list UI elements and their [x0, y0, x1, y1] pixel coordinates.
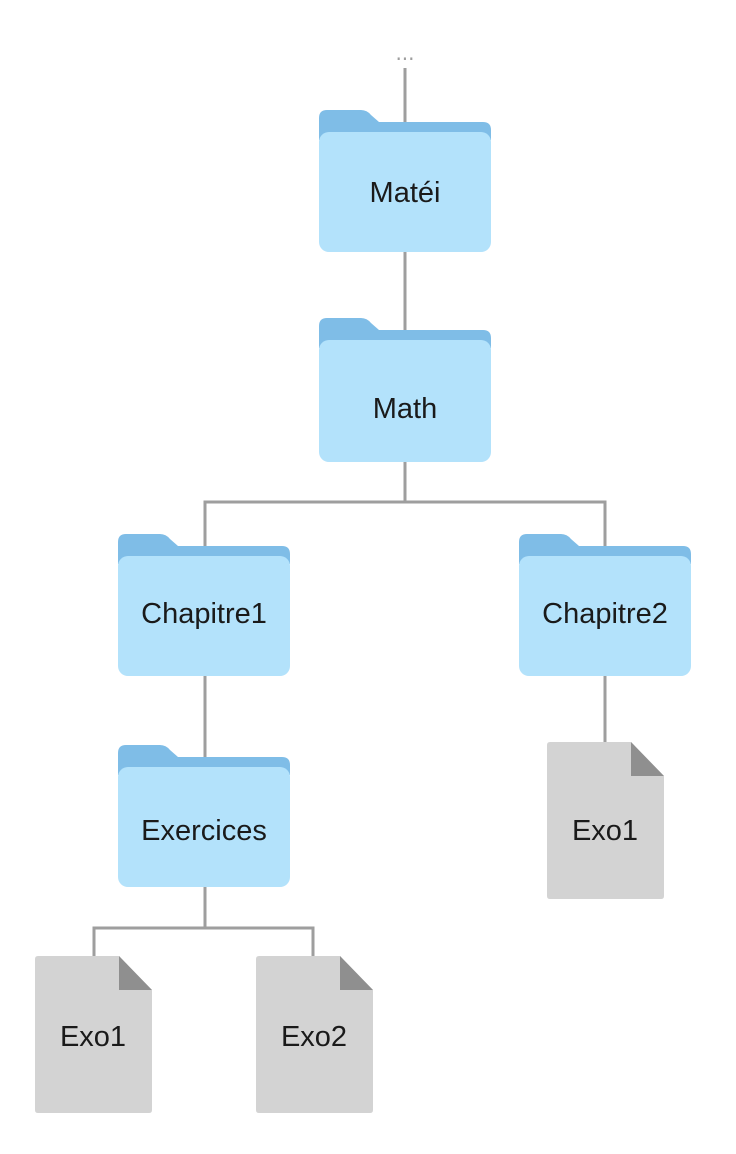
file-icon	[35, 956, 152, 1113]
folder-body	[319, 132, 491, 252]
folder-body	[118, 556, 290, 676]
file-icon	[256, 956, 373, 1113]
file-exercices-exo1[interactable]: Exo1	[35, 956, 152, 1113]
connector-exercices-exo2	[205, 926, 315, 956]
folder-chapitre2[interactable]: Chapitre2	[519, 534, 691, 676]
file-label: Exo1	[60, 1021, 126, 1053]
folder-label: Matéi	[370, 177, 441, 209]
file-exercices-exo2[interactable]: Exo2	[256, 956, 373, 1113]
folder-label: Chapitre1	[141, 598, 267, 630]
folder-body	[118, 767, 290, 887]
connector-math-chapitres	[203, 462, 407, 548]
file-chapitre2-exo1[interactable]: Exo1	[547, 742, 664, 899]
folder-matei[interactable]: Matéi	[319, 110, 491, 252]
parent-ellipsis: ...	[395, 41, 414, 65]
folder-label: Math	[373, 393, 437, 425]
file-icon	[547, 742, 664, 899]
folder-math[interactable]: Math	[319, 318, 491, 462]
folder-exercices[interactable]: Exercices	[118, 745, 290, 887]
file-corner	[340, 956, 373, 990]
connector-exercices-files	[92, 887, 207, 956]
file-label: Exo1	[572, 815, 638, 847]
file-corner	[119, 956, 152, 990]
connectors	[92, 68, 607, 956]
file-label: Exo2	[281, 1021, 347, 1053]
file-corner	[631, 742, 664, 776]
folder-label: Chapitre2	[542, 598, 668, 630]
folder-label: Exercices	[141, 815, 267, 847]
folder-chapitre1[interactable]: Chapitre1	[118, 534, 290, 676]
folder-body	[319, 340, 491, 462]
connector-math-chapitre2	[405, 500, 607, 548]
folder-body	[519, 556, 691, 676]
